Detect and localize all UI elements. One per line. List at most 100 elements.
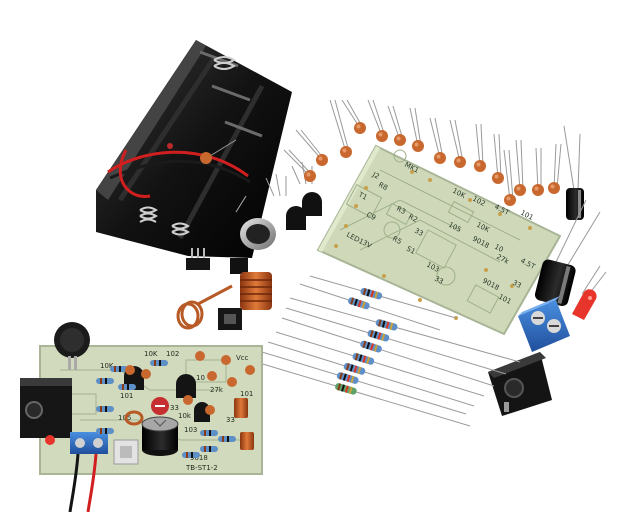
pcb-label: T1 [356,190,368,202]
resistor-icon [261,351,467,415]
ceramic-capacitor [387,105,406,146]
microphone-icon [235,195,276,250]
resistor-icon [255,361,471,427]
board-led [45,435,55,445]
resistor-icon [285,307,507,375]
pcb-label: 33 [511,279,523,290]
ceramic-capacitor [514,139,526,196]
board-ceramic-capacitor [205,405,215,415]
ceramic-capacitor [283,149,316,182]
pcb-label: 3V [361,239,373,251]
resistor-icon [299,283,441,331]
pcb-label: 27k [210,386,224,394]
battery-wires [107,149,251,198]
board-ceramic-capacitor [195,351,205,361]
pcb-label: 101 [120,392,133,400]
board-electrolytic-capacitor [141,416,179,456]
resistor-icon [289,297,521,363]
audio-jack-icon [488,352,552,416]
pcb-label: 9018 [190,454,208,462]
ceramic-capacitor [200,139,237,164]
board-inductors [124,398,254,450]
board-resistors-capacitors [96,351,255,458]
pcb-label: 102 [166,350,179,358]
pcb-label: R2 [407,213,419,224]
board-resistor [96,428,114,434]
board-resistor [118,384,136,390]
pcb-label: 10 [196,374,205,382]
led-icon [572,265,607,320]
board-ceramic-capacitor [207,371,217,381]
board-resistor [200,430,218,436]
board-resistor [200,446,218,452]
pcb-label: R3 [395,205,407,216]
air-coil [176,284,233,330]
ceramic-capacitor [492,133,504,184]
pcb-label: 10K [144,350,158,358]
pcb-label: S1 [405,245,417,256]
pcb-label: C9 [365,211,377,222]
pcb-label: R5 [391,235,403,246]
ceramic-capacitor [449,119,466,168]
assembled-pcb-silkscreen: 10K10210110K1011051010k27k33901810333101… [100,350,253,472]
inductor-coil-icon [240,272,272,310]
electrolytic-capacitor [534,199,601,307]
ceramic-capacitor [409,107,424,152]
pcb-label: 33 [413,227,425,238]
resistor-icon [309,275,457,319]
board-resistor [110,366,128,372]
electrolytic-capacitor [563,125,584,220]
board-ceramic-capacitor [245,365,255,375]
pcb-label: 33 [226,416,235,424]
jumper-cap [230,258,248,274]
board-wires [68,453,98,512]
board-resistor [218,436,236,442]
pcb-label: TB-ST1-2 [185,464,218,472]
pcb-label: 103 [184,426,197,434]
ceramic-capacitor [295,129,328,166]
board-ceramic-capacitor [125,365,135,375]
ceramic-capacitor-group [283,99,562,206]
pcb-label: 101 [240,390,253,398]
dip-socket [218,308,242,330]
transistor-icon [265,173,306,230]
ceramic-capacitor [503,149,516,206]
ceramic-capacitor [474,123,486,172]
ceramic-capacitor [341,99,366,134]
ceramic-capacitor [329,99,352,158]
board-ceramic-capacitor [227,377,237,387]
board-ceramic-capacitor [221,355,231,365]
ceramic-capacitor [367,99,388,142]
pcb-label: 10k [178,412,192,420]
board-microphone [54,322,90,370]
spring-contacts [139,56,236,236]
pcb-label: J2 [370,170,380,181]
board-switch [113,439,139,465]
ceramic-capacitor [429,117,446,164]
pcb-label: 33 [170,404,179,412]
board-terminal-block [70,432,108,454]
board-trimmer [151,397,169,415]
resistor-icon [275,331,485,397]
ceramic-capacitor [548,143,562,194]
pcb-label: R8 [377,181,389,192]
resistor-icon [267,341,475,407]
pcb-label: 33 [433,275,445,286]
loose-pcb [316,144,562,336]
board-resistor [96,378,114,384]
battery-holder [96,40,292,258]
board-resistor [150,360,168,366]
board-audio-jack [20,378,72,438]
board-resistor [182,452,200,458]
pcb-label: 10 [493,243,505,254]
pcb-label: Vcc [236,354,249,362]
board-resistor [96,406,114,412]
board-ceramic-capacitor [183,395,193,405]
resistor-group [255,275,521,427]
resistor-icon [281,317,495,387]
ceramic-capacitor [532,147,544,196]
board-ceramic-capacitor [141,369,151,379]
pin-header [186,248,210,270]
pcb-label: 10K [100,362,114,370]
